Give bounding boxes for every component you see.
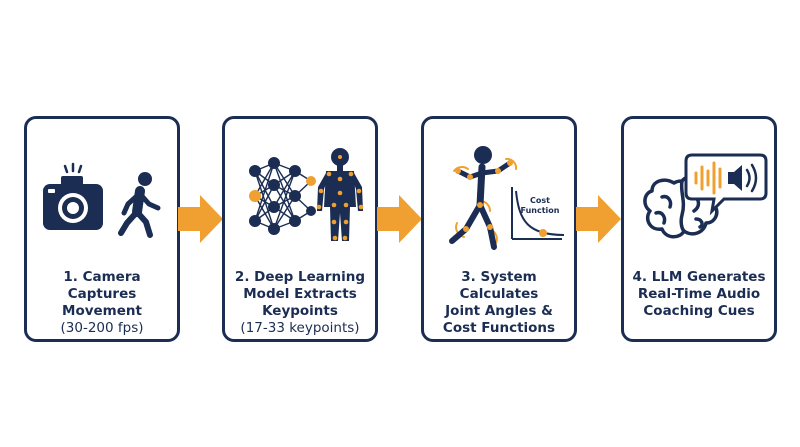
cost-function-chart-icon: Cost Function <box>511 187 565 240</box>
step-card-3: Cost Function 3. System Calculates Joint… <box>421 116 577 342</box>
step-subtitle: (17-33 keypoints) <box>240 320 360 336</box>
walking-person-icon <box>118 172 161 238</box>
step-card-2: 2. Deep Learning Model Extracts Keypoint… <box>222 116 378 342</box>
step-card-4: 4. LLM Generates Real-Time Audio Coachin… <box>621 116 777 342</box>
step-title-line: Model Extracts <box>243 286 357 302</box>
step-caption-3: 3. System Calculates Joint Angles & Cost… <box>428 269 570 337</box>
step-caption-4: 4. LLM Generates Real-Time Audio Coachin… <box>628 269 770 320</box>
step-title-line: 3. System Calculates <box>459 269 539 302</box>
step-subtitle: (30-200 fps) <box>60 320 144 336</box>
step-caption-1: 1. Camera Captures Movement (30-200 fps) <box>31 269 173 337</box>
step-title-line: Real-Time Audio <box>637 286 761 302</box>
step-caption-2: 2. Deep Learning Model Extracts Keypoint… <box>229 269 371 337</box>
body-keypoints-icon <box>316 148 364 241</box>
step-title-line: Movement <box>62 303 142 319</box>
step-card-1: 1. Camera Captures Movement (30-200 fps) <box>24 116 180 342</box>
flow-arrow-icon <box>178 195 223 243</box>
neural-network-icon <box>249 157 316 235</box>
step-title-line: 1. Camera Captures <box>63 269 141 302</box>
flow-arrow-icon <box>377 195 422 243</box>
flow-arrow-icon <box>576 195 621 243</box>
chart-label-line: Function <box>521 206 560 215</box>
step-title-line: 4. LLM Generates <box>632 269 766 285</box>
step-title-line: Joint Angles & <box>445 303 553 319</box>
stick-figure-angles-icon <box>449 146 518 250</box>
step-title-line: 2. Deep Learning <box>234 269 366 285</box>
camera-icon <box>43 162 103 230</box>
step-title-line: Cost Functions <box>442 320 556 336</box>
step-title-line: Coaching Cues <box>643 303 755 319</box>
chart-label-line: Cost <box>530 196 550 205</box>
speech-bubble-audio-icon <box>684 153 768 216</box>
step-title-line: Keypoints <box>262 303 338 319</box>
